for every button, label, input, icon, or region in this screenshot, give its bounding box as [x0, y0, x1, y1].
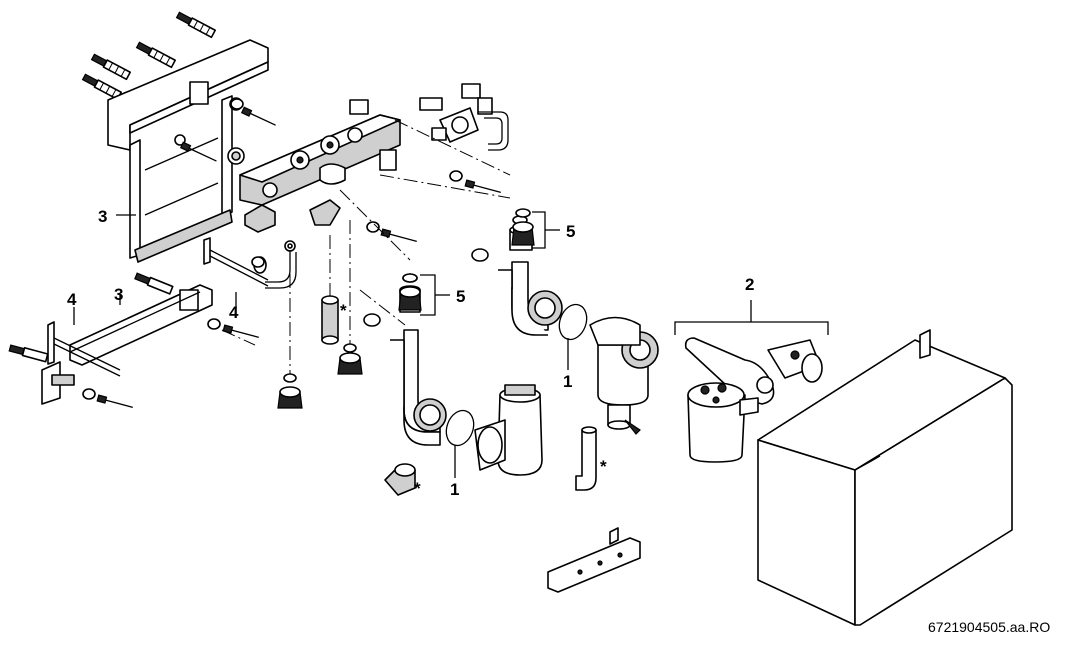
mounting-frame: [107, 39, 269, 263]
bracket-5-upper: [532, 211, 560, 249]
washers: [82, 98, 463, 400]
support-rail-4: [47, 237, 269, 377]
reference-code: 6721904505.aa.RO: [928, 619, 1050, 635]
elbow-fitting: [384, 463, 416, 496]
condensate-trap: [474, 384, 543, 476]
fitting-nut-2: [337, 343, 363, 375]
label-3-frame: 3: [98, 207, 107, 226]
label-1-left: 1: [450, 480, 459, 499]
screw-middle-1: [464, 179, 501, 193]
casing-cover: [757, 329, 1013, 626]
label-4-right: 4: [229, 303, 239, 322]
frame-screw-2: [179, 141, 217, 162]
screw-left-2: [96, 394, 133, 408]
asterisk-upper: *: [340, 301, 347, 320]
sealing-ring-1: [445, 409, 475, 447]
screw-middle-2: [380, 228, 417, 242]
asterisk-lower-right: *: [600, 457, 607, 476]
bracket-5-lower: [420, 274, 450, 316]
connection-manifold: [239, 99, 401, 252]
pipe-section-right: [575, 426, 597, 491]
kit-2-arm: [684, 337, 775, 405]
label-1-right: 1: [563, 372, 572, 391]
sealing-ring-2: [558, 303, 588, 341]
asterisk-lower-left: *: [414, 479, 421, 498]
leader-lines: [73, 214, 569, 478]
wall-bracket-lower: [41, 284, 213, 405]
kit-2-container: [687, 382, 759, 463]
label-5-upper: 5: [566, 222, 575, 241]
alignment-lines: [221, 119, 511, 375]
label-5-lower: 5: [456, 287, 465, 306]
fitting-nut-1: [277, 373, 303, 409]
wall-screws-lower: [8, 272, 174, 363]
wall-screws-top: [81, 11, 216, 101]
kit-2-bracket: [674, 300, 829, 335]
frame-screw-1: [240, 106, 276, 126]
kit-2-connector: [767, 339, 823, 383]
bottom-bracket: [547, 527, 641, 593]
item-5-parts: [398, 208, 535, 311]
label-3-bracket: 3: [114, 285, 123, 304]
label-4-left: 4: [67, 290, 77, 309]
separator: [589, 316, 659, 435]
fitting-valve-1: [321, 295, 339, 345]
label-2: 2: [745, 275, 754, 294]
valve-assembly: [419, 83, 509, 151]
